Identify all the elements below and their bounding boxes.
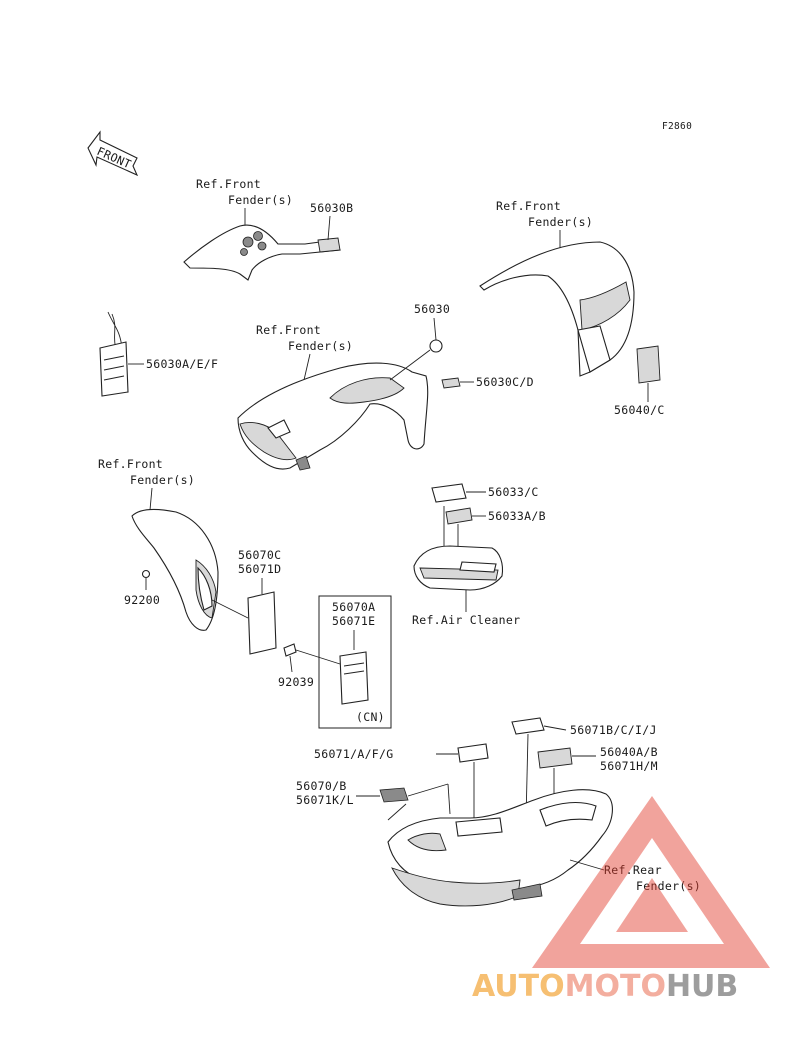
rear-fender-assembly: 56071B/C/I/J 56071/A/F/G 56040A/B 56071H… <box>296 717 701 907</box>
watermark-text: AUTOMOTOHUB <box>472 969 738 1004</box>
part-56033-C: 56033/C <box>488 485 539 499</box>
callout-ref-front-fender: Ref.Front <box>196 177 261 191</box>
front-fender-right-piece: Ref.Front Fender(s) 56040/C <box>479 199 665 417</box>
callout-ref-air-cleaner: Ref.Air Cleaner <box>412 613 520 627</box>
callout-ref-front-fender-sub: Fender(s) <box>130 473 195 487</box>
watermark-auto: AUTO <box>472 969 565 1004</box>
callout-ref-rear-fender: Ref.Rear <box>604 863 662 877</box>
part-56040A-B: 56040A/B <box>600 745 658 759</box>
part-56071B-C-I-J: 56071B/C/I/J <box>570 723 657 737</box>
callout-ref-rear-fender-sub: Fender(s) <box>636 879 701 893</box>
part-56030: 56030 <box>414 302 450 316</box>
callout-ref-front-fender-sub: Fender(s) <box>228 193 293 207</box>
automotohub-watermark: AUTOMOTOHUB <box>472 796 770 1004</box>
part-56071E: 56071E <box>332 614 375 628</box>
part-56030A-E-F: 56030A/E/F <box>146 357 218 371</box>
callout-ref-front-fender-sub: Fender(s) <box>288 339 353 353</box>
watermark-hub: HUB <box>666 969 738 1004</box>
air-cleaner-assembly: 56033/C 56033A/B Ref.Air Cleaner <box>412 483 546 627</box>
diagram-code: F2860 <box>662 121 692 132</box>
part-56071-A-F-G: 56071/A/F/G <box>314 747 393 761</box>
part-56030C-D: 56030C/D <box>476 375 534 389</box>
front-fender-top-piece: Ref.Front Fender(s) 56030B <box>183 177 353 281</box>
callout-ref-front-fender-sub: Fender(s) <box>528 215 593 229</box>
front-fender-lower-left: Ref.Front Fender(s) 92200 56070C 56071D … <box>98 457 341 689</box>
callout-ref-front-fender: Ref.Front <box>496 199 561 213</box>
part-56070-B: 56070/B <box>296 779 347 793</box>
part-56071H-M: 56071H/M <box>600 759 658 773</box>
part-92200: 92200 <box>124 593 160 607</box>
cn-variant-box: 56070A 56071E (CN) <box>318 595 392 729</box>
watermark-moto: MOTO <box>565 969 666 1004</box>
watermark-triangle-icon <box>532 796 770 968</box>
cn-note: (CN) <box>356 710 385 724</box>
callout-ref-front-fender: Ref.Front <box>98 457 163 471</box>
part-56033A-B: 56033A/B <box>488 509 546 523</box>
part-56071K-L: 56071K/L <box>296 793 354 807</box>
callout-ref-front-fender: Ref.Front <box>256 323 321 337</box>
part-56071D: 56071D <box>238 562 281 576</box>
part-56030B: 56030B <box>310 201 353 215</box>
front-arrow-icon: FRONT <box>87 130 139 177</box>
front-fender-center-piece: Ref.Front Fender(s) 56030 56030C/D <box>237 302 534 471</box>
hang-tag-label: 56030A/E/F <box>99 311 218 397</box>
part-56040C: 56040/C <box>614 403 665 417</box>
part-56070A: 56070A <box>332 600 375 614</box>
part-92039: 92039 <box>278 675 314 689</box>
part-56070C: 56070C <box>238 548 281 562</box>
